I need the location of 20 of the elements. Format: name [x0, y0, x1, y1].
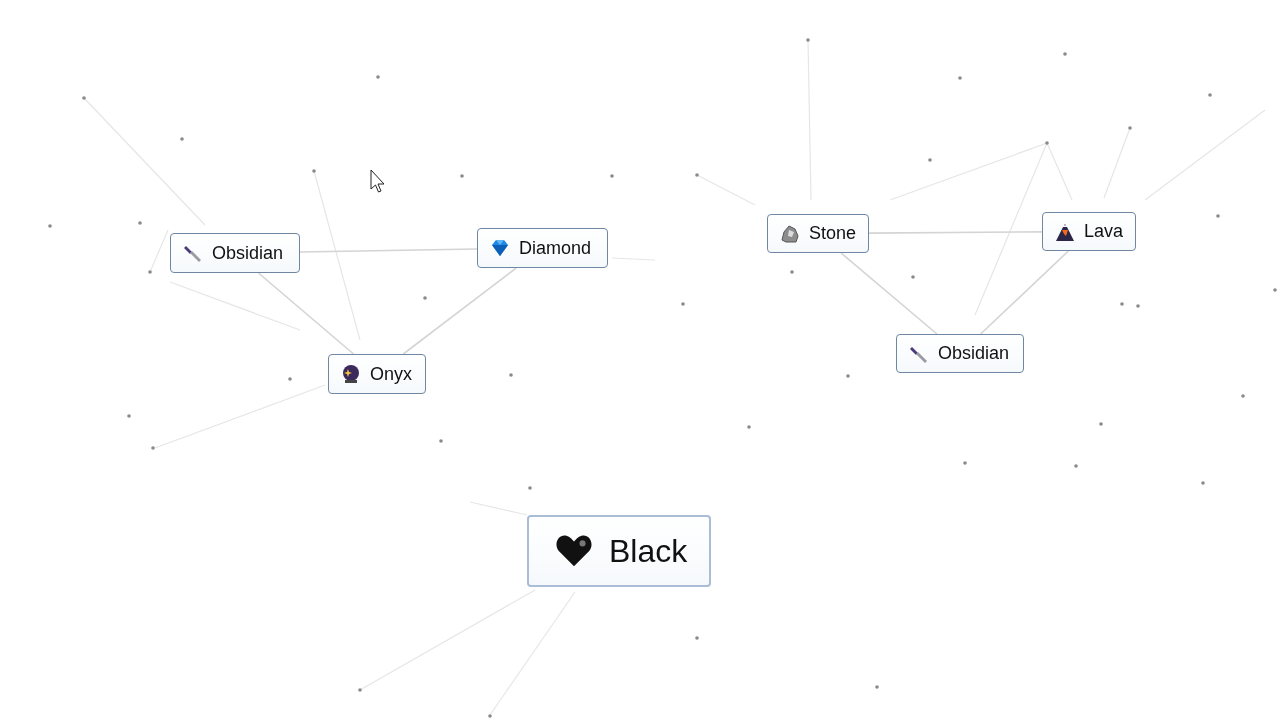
element-name: Stone [809, 223, 857, 244]
element-card [527, 515, 711, 587]
connector-line [402, 267, 518, 355]
connector-line [257, 272, 355, 355]
element-card [170, 233, 300, 273]
element-card [477, 228, 608, 268]
element-card [1042, 212, 1136, 251]
connector-line [868, 231, 1043, 234]
element-name: Lava [1084, 221, 1124, 242]
element-card [328, 354, 426, 394]
element-name: Black [609, 532, 688, 570]
element-card [896, 334, 1024, 373]
connector-line [840, 252, 938, 335]
element-name: Obsidian [938, 343, 1010, 364]
connector-line [299, 248, 478, 253]
element-name: Onyx [370, 363, 412, 385]
element-name: Diamond [519, 237, 592, 259]
element-name: Obsidian [212, 242, 284, 264]
connector-line [979, 250, 1070, 335]
element-card [767, 214, 869, 253]
